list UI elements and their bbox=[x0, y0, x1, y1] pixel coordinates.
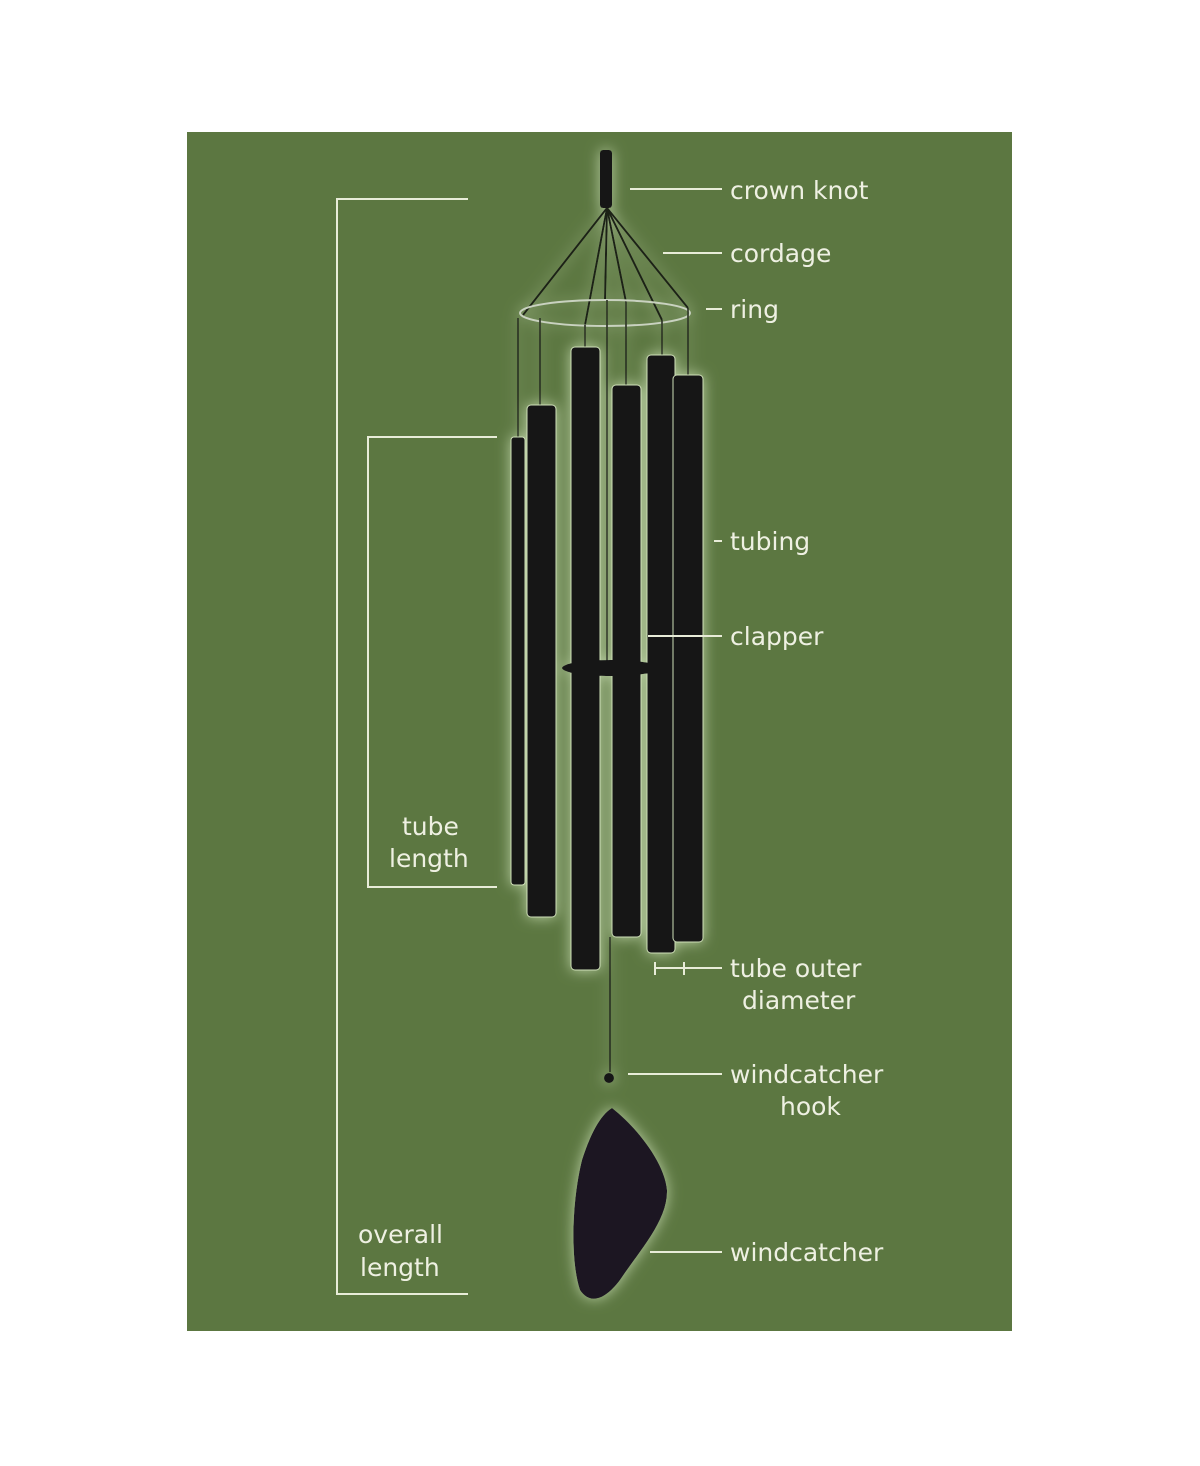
label-tubing: tubing bbox=[730, 527, 810, 556]
label-tube-outer-diameter-2: diameter bbox=[742, 986, 856, 1015]
label-tube-length-1: tube bbox=[402, 812, 459, 841]
clapper bbox=[562, 660, 660, 676]
tube-length-bracket bbox=[367, 436, 497, 888]
label-clapper: clapper bbox=[730, 622, 824, 651]
windcatcher-hook bbox=[604, 1073, 614, 1083]
tube-1 bbox=[510, 436, 526, 886]
label-windcatcher-hook-2: hook bbox=[780, 1092, 841, 1121]
tube-2 bbox=[526, 404, 557, 918]
label-ring: ring bbox=[730, 295, 779, 324]
callout-lines bbox=[336, 188, 722, 1295]
ring bbox=[519, 299, 691, 327]
tube-hangers bbox=[517, 300, 689, 668]
wind-chime bbox=[510, 150, 704, 1299]
label-tube-length-2: length bbox=[389, 844, 469, 873]
tube-5 bbox=[646, 354, 676, 954]
label-overall-length-1: overall bbox=[358, 1220, 443, 1249]
label-crown-knot: crown knot bbox=[730, 176, 869, 205]
crown-knot bbox=[600, 150, 612, 208]
overall-length-bracket bbox=[336, 198, 468, 1295]
tube-6 bbox=[672, 374, 704, 943]
label-tube-outer-diameter-1: tube outer bbox=[730, 954, 862, 983]
cordage bbox=[522, 207, 689, 326]
tube-3 bbox=[570, 346, 601, 971]
label-windcatcher-hook-1: windcatcher bbox=[730, 1060, 884, 1089]
windcatcher bbox=[573, 1108, 668, 1299]
label-overall-length-2: length bbox=[360, 1253, 440, 1282]
label-cordage: cordage bbox=[730, 239, 831, 268]
label-windcatcher: windcatcher bbox=[730, 1238, 884, 1267]
